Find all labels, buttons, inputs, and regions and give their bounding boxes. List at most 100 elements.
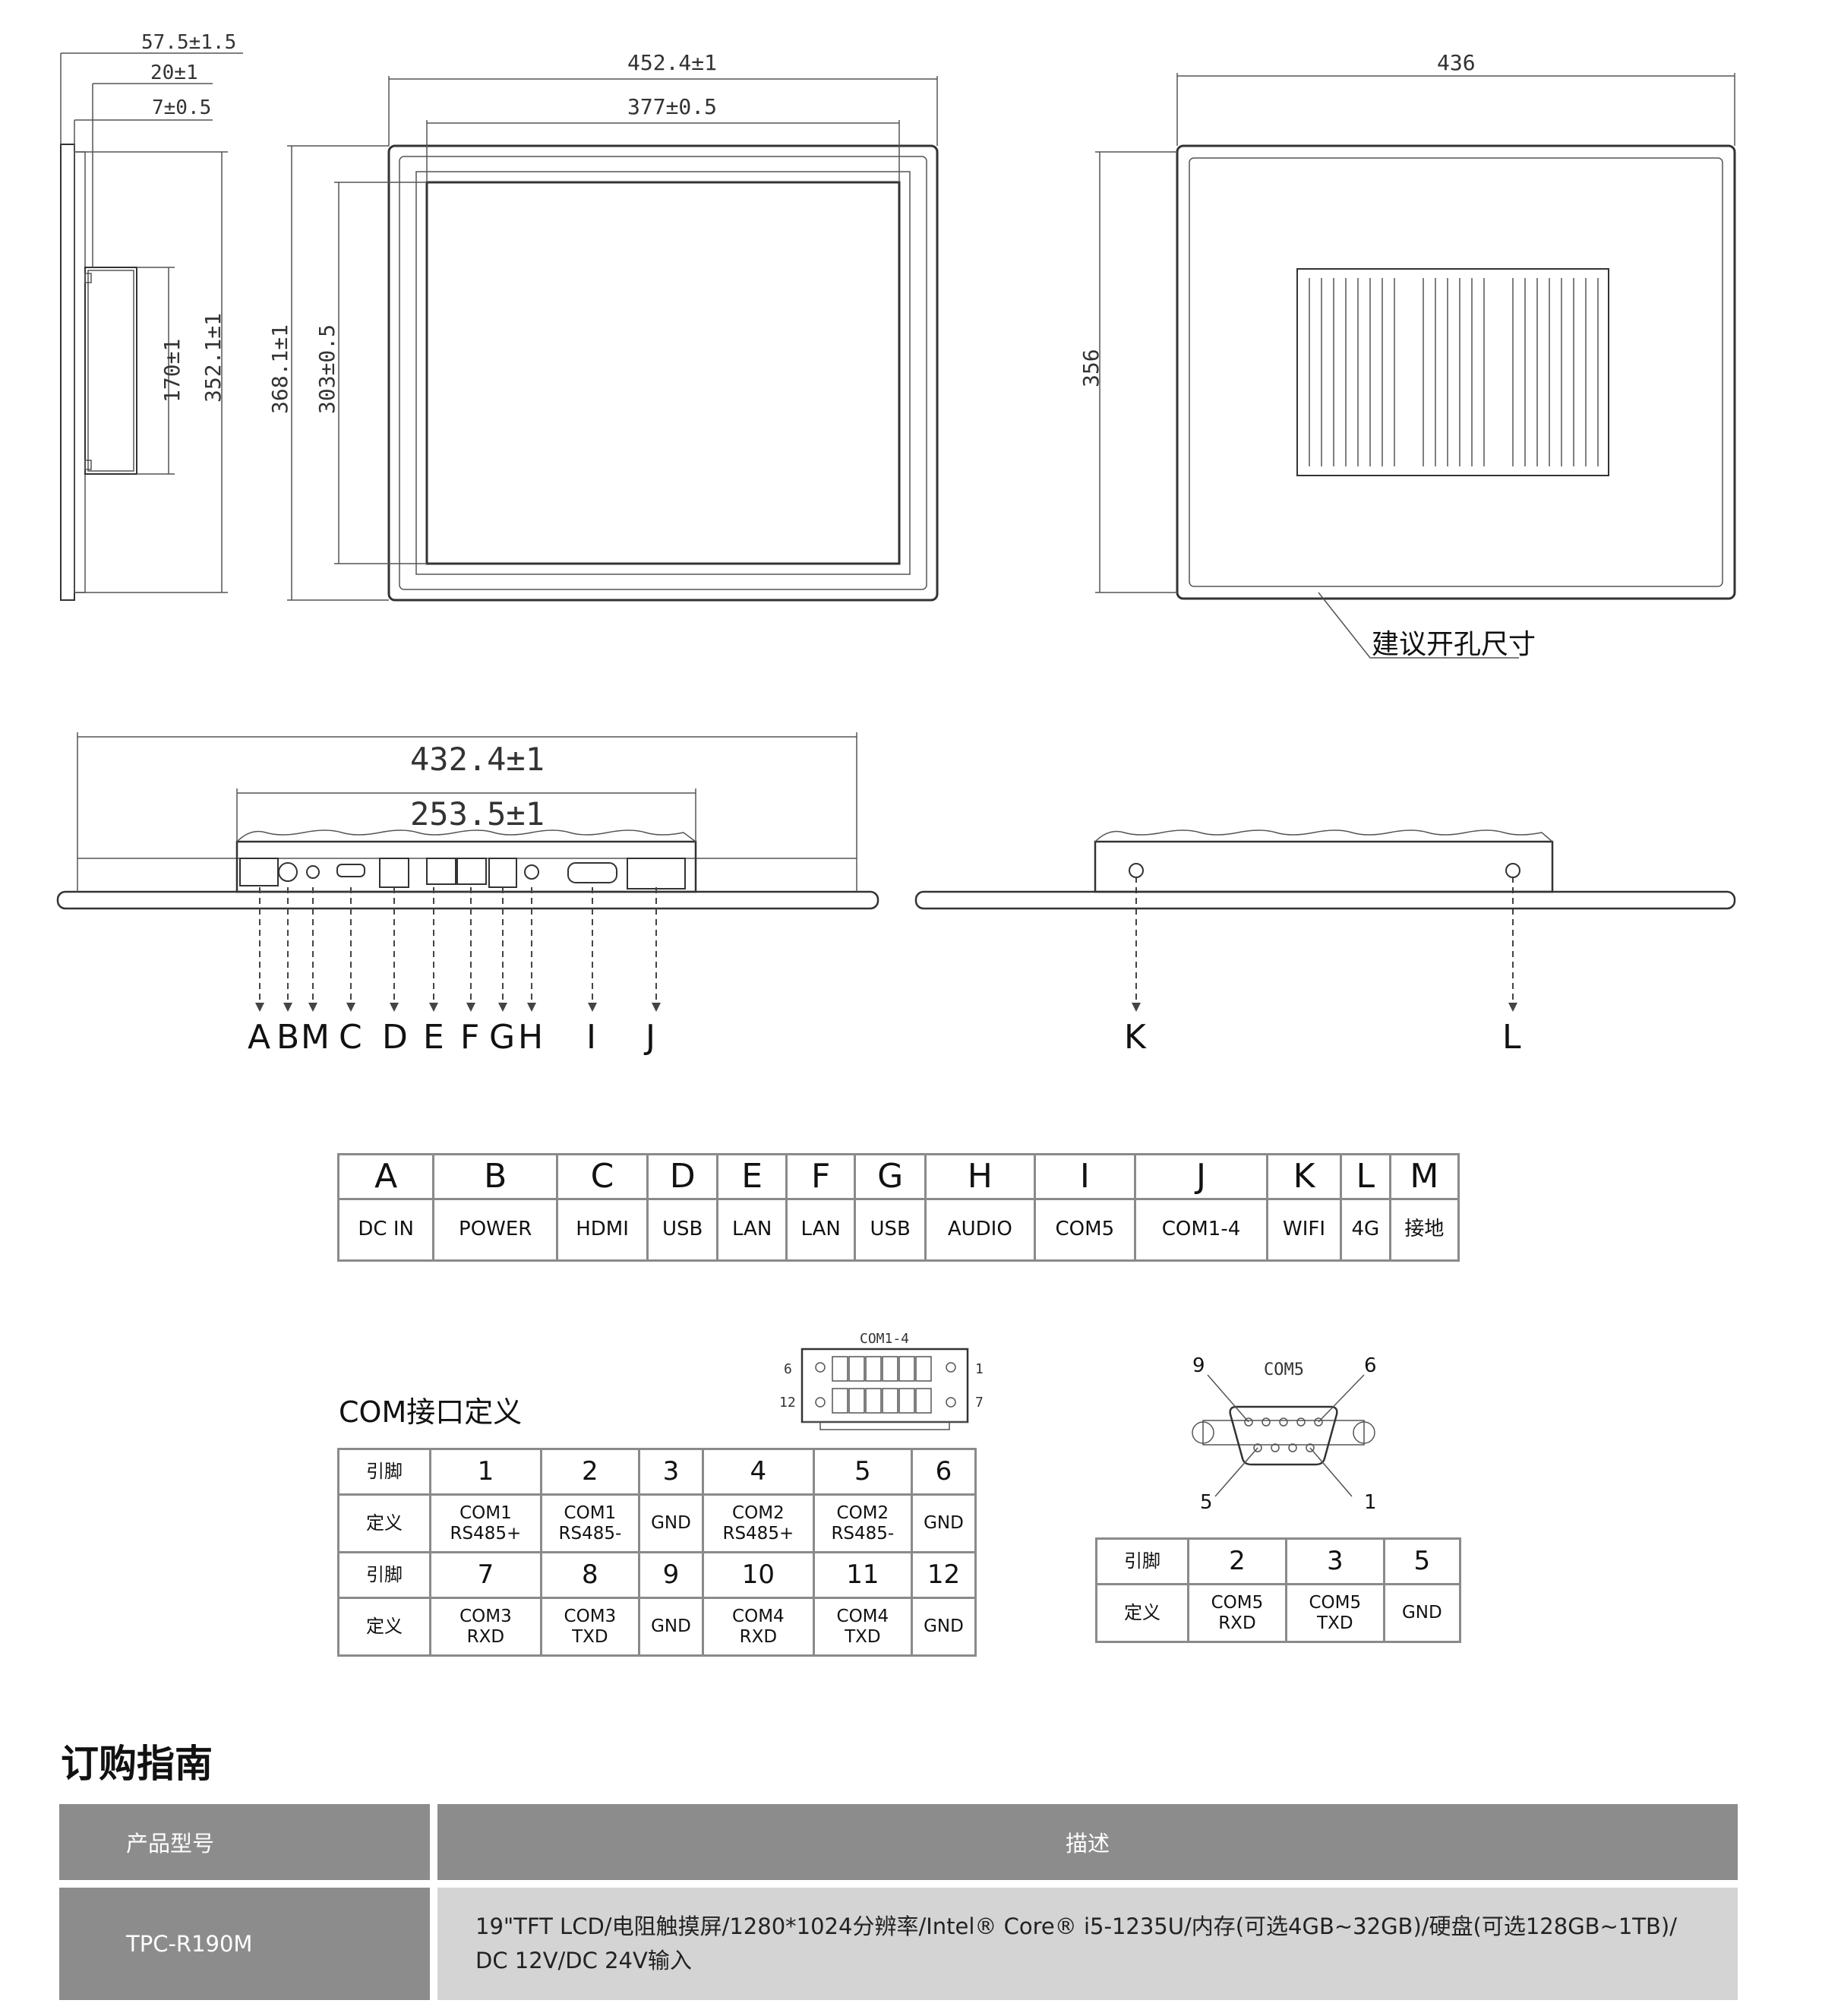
port-letter: F xyxy=(785,1153,857,1200)
com-section-title: COM接口定义 xyxy=(339,1395,523,1429)
port-name: COM1-4 xyxy=(1133,1198,1269,1262)
port-name: USB xyxy=(854,1198,927,1262)
callout-m: M xyxy=(301,1018,330,1057)
com14-pin-12: 12 xyxy=(779,1395,796,1411)
port-name: LAN xyxy=(785,1198,857,1262)
port-letter: J xyxy=(1133,1153,1269,1200)
com14-pin-7: 7 xyxy=(975,1395,984,1411)
com5-pin-6: 6 xyxy=(1364,1354,1377,1377)
port-name: AUDIO xyxy=(924,1198,1036,1262)
port-letter: A xyxy=(336,1153,435,1200)
dim-side-lip: 7±0.5 xyxy=(152,96,211,119)
pin-definition: GND xyxy=(910,1493,977,1553)
callout-h: H xyxy=(518,1018,543,1057)
pin-number: 5 xyxy=(1382,1537,1462,1585)
table-row: 产品型号 描述 xyxy=(59,1804,1738,1880)
pin-number: 9 xyxy=(637,1551,704,1599)
port-name: HDMI xyxy=(556,1198,649,1262)
port-letter: L xyxy=(1339,1153,1391,1200)
callout-a: A xyxy=(248,1018,270,1057)
dim-io-width: 253.5±1 xyxy=(410,795,545,833)
pin-number: 12 xyxy=(910,1551,977,1599)
com5-label: COM5 xyxy=(1264,1360,1304,1379)
port-letter: H xyxy=(924,1153,1036,1200)
pin-number: 5 xyxy=(812,1448,913,1496)
com14-connector-diagram: COM1-4 6 1 12 7 xyxy=(779,1331,984,1430)
def-row-label: 定义 xyxy=(337,1597,431,1657)
table-row: 引脚 2 3 5 xyxy=(1095,1537,1462,1585)
port-name: DC IN xyxy=(336,1198,435,1262)
pin-definition: GND xyxy=(637,1493,704,1553)
port-name-row: DC IN POWER HDMI USB LAN LAN USB AUDIO C… xyxy=(336,1198,1460,1262)
port-letter: C xyxy=(556,1153,649,1200)
dim-cutout-width: 436 xyxy=(1437,50,1476,75)
port-letter: E xyxy=(716,1153,788,1200)
callout-c: C xyxy=(339,1018,362,1057)
dim-side-depth: 57.5±1.5 xyxy=(141,31,236,54)
callout-j: J xyxy=(643,1018,655,1057)
pin-row-label: 引脚 xyxy=(337,1448,431,1496)
model-number: TPC-R190M xyxy=(59,1888,430,2000)
table-row: 引脚 1 2 3 4 5 6 xyxy=(337,1448,977,1496)
port-name: 接地 xyxy=(1388,1198,1460,1262)
pin-number: 2 xyxy=(539,1448,640,1496)
callout-f: F xyxy=(460,1018,479,1057)
dim-front-width: 452.4±1 xyxy=(627,50,717,75)
pin-number: 1 xyxy=(429,1448,542,1496)
com14-pin-1: 1 xyxy=(975,1361,984,1377)
pin-number: 3 xyxy=(637,1448,704,1496)
com5-connector-diagram: COM5 9 6 5 1 xyxy=(1192,1354,1377,1512)
pin-number: 7 xyxy=(429,1551,542,1599)
cutout-note: 建议开孔尺寸 xyxy=(1372,629,1536,660)
port-table: A B C D E F G H I J K L M DC IN POWER HD… xyxy=(336,1153,1460,1262)
model-description: 19"TFT LCD/电阻触摸屏/1280*1024分辨率/Intel® Cor… xyxy=(437,1888,1738,2000)
port-name: LAN xyxy=(716,1198,788,1262)
io-drawing: 432.4±1 253.5±1 A B M C D E F G H xyxy=(56,732,1736,1057)
table-row: TPC-R190M 19"TFT LCD/电阻触摸屏/1280*1024分辨率/… xyxy=(59,1888,1738,2000)
port-letter: B xyxy=(432,1153,559,1200)
pin-number: 4 xyxy=(701,1448,815,1496)
def-row-label: 定义 xyxy=(337,1493,431,1553)
dim-front-view-height: 303±0.5 xyxy=(314,324,339,414)
dim-front-view-width: 377±0.5 xyxy=(627,94,717,119)
table-row: 引脚 7 8 9 10 11 12 xyxy=(337,1551,977,1599)
port-name: COM5 xyxy=(1033,1198,1136,1262)
port-letter: K xyxy=(1266,1153,1342,1200)
pin-number: 8 xyxy=(539,1551,640,1599)
port-name: POWER xyxy=(432,1198,559,1262)
com5-pin-9: 9 xyxy=(1192,1354,1205,1377)
def-row-label: 定义 xyxy=(1095,1583,1189,1643)
pin-number: 11 xyxy=(812,1551,913,1599)
port-name: USB xyxy=(646,1198,719,1262)
header-description: 描述 xyxy=(437,1804,1738,1880)
dim-front-height: 368.1±1 xyxy=(267,324,292,414)
callout-d: D xyxy=(382,1018,408,1057)
ordering-title: 订购指南 xyxy=(61,1742,213,1786)
pin-row-label: 引脚 xyxy=(1095,1537,1189,1585)
pin-row-label: 引脚 xyxy=(337,1551,431,1599)
port-letter: G xyxy=(854,1153,927,1200)
port-name: 4G xyxy=(1339,1198,1391,1262)
callout-g: G xyxy=(489,1018,515,1057)
dim-side-height: 352.1±1 xyxy=(201,313,226,403)
ordering-table: 产品型号 描述 TPC-R190M 19"TFT LCD/电阻触摸屏/1280*… xyxy=(59,1804,1738,2000)
dim-cutout-height: 356 xyxy=(1078,349,1104,387)
callout-k: K xyxy=(1124,1018,1147,1057)
pin-number: 3 xyxy=(1284,1537,1385,1585)
pin-number: 2 xyxy=(1187,1537,1287,1585)
pin-definition: GND xyxy=(910,1597,977,1657)
